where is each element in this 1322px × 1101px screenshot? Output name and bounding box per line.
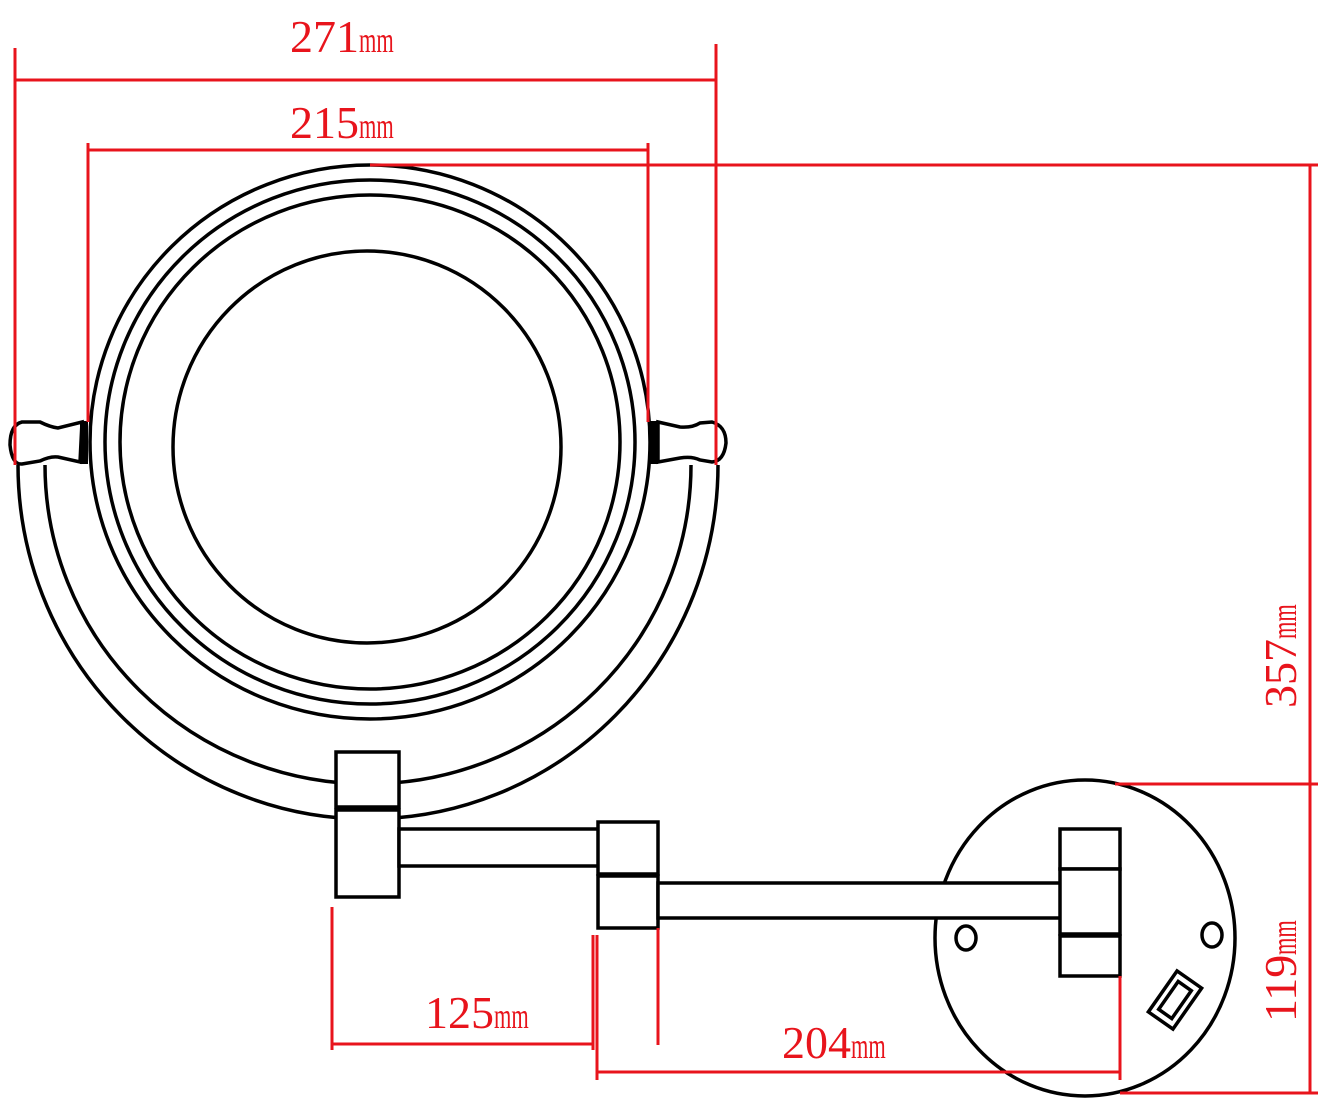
screw-hole-right	[1200, 921, 1224, 949]
dim-label-overall-height: 357mm	[1255, 597, 1306, 708]
dim-label-first-arm: 125mm	[425, 990, 536, 1036]
folding-arm	[334, 750, 660, 930]
hinge-block-1-top	[334, 750, 401, 809]
right-pivot	[650, 419, 728, 465]
dim-value: 119	[1255, 954, 1306, 1022]
screw-hole-left	[954, 924, 978, 952]
dimension-lines	[13, 44, 1318, 1095]
dim-unit: mm	[359, 106, 394, 146]
dim-value: 215	[290, 97, 359, 148]
mirror-glass	[171, 249, 563, 645]
mirror-head	[88, 163, 652, 721]
hinge-block-2-top	[596, 820, 660, 876]
left-pivot	[8, 419, 88, 466]
wall-plate	[656, 778, 1237, 1098]
dim-value: 357	[1255, 639, 1306, 708]
mirror-rim-3	[118, 193, 622, 691]
dim-value: 125	[425, 987, 494, 1038]
dim-unit: mm	[851, 1026, 886, 1066]
hinge-block-2-bottom	[596, 874, 660, 930]
dim-unit: mm	[1264, 604, 1304, 639]
dim-value: 271	[290, 11, 359, 62]
power-switch-icon	[1145, 968, 1205, 1032]
wall-bracket-bottom	[1058, 934, 1122, 978]
dim-label-wall-plate-diameter: 119mm	[1255, 913, 1306, 1022]
dim-label-second-arm: 204mm	[782, 1020, 893, 1066]
dim-unit: mm	[359, 20, 394, 60]
dim-unit: mm	[494, 996, 529, 1036]
dim-value: 204	[782, 1017, 851, 1068]
dim-label-mirror-diameter: 215mm	[290, 100, 401, 146]
wall-bracket-top	[1058, 827, 1122, 871]
arm-segment-2	[656, 881, 1065, 920]
dim-unit: mm	[1264, 919, 1304, 955]
wall-bracket-mid	[1058, 867, 1122, 936]
dim-label-overall-width: 271mm	[290, 14, 401, 60]
mirror-rim-2	[103, 178, 637, 706]
hinge-block-1-bottom	[334, 808, 401, 899]
arm-segment-1	[397, 827, 601, 868]
